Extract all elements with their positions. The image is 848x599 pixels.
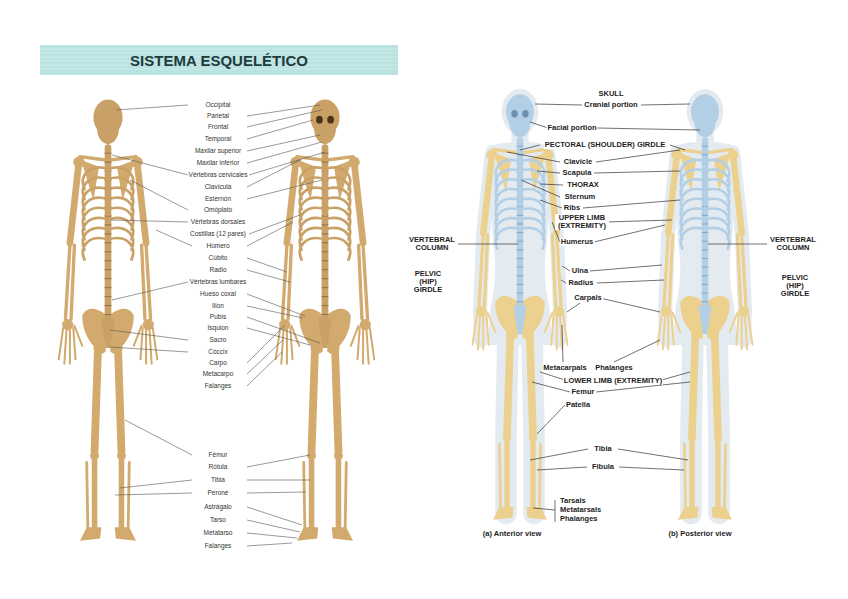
bone-label: Radio bbox=[209, 267, 228, 274]
part-label: Carpals bbox=[573, 294, 603, 302]
bone-label: Cúbito bbox=[208, 255, 229, 262]
bone-label: Cóccix bbox=[207, 349, 229, 356]
title-band bbox=[40, 45, 398, 75]
bone-label: Rótula bbox=[208, 464, 229, 471]
bone-label: Temporal bbox=[204, 136, 233, 143]
part-label: Humerus bbox=[560, 238, 595, 246]
bone-label: Vértebras cervicales bbox=[188, 172, 249, 179]
bone-label: Parietal bbox=[206, 113, 230, 120]
bone-label: Frontal bbox=[207, 124, 229, 131]
skeleton-posterior-right bbox=[657, 94, 752, 520]
skeleton-posterior-left bbox=[59, 99, 158, 540]
part-label: (b) Posterior view bbox=[668, 530, 733, 538]
bone-label: Metacarpo bbox=[202, 371, 235, 378]
part-label: THORAX bbox=[566, 181, 600, 189]
bone-label: Maxilar superior bbox=[194, 148, 242, 155]
bone-label: Vértebras lumbares bbox=[189, 279, 248, 286]
skeleton-anterior-left bbox=[276, 99, 375, 540]
part-label: Ribs bbox=[563, 204, 581, 212]
part-label: Tibia bbox=[593, 445, 612, 453]
bone-label: Carpo bbox=[208, 360, 228, 367]
part-label: Femur bbox=[571, 388, 596, 396]
leader-lines-left bbox=[110, 105, 325, 546]
bone-label: Falanges bbox=[204, 543, 233, 550]
part-label: PECTORAL (SHOULDER) GIRDLE bbox=[544, 141, 667, 149]
part-label: Radius bbox=[567, 279, 594, 287]
part-label: Tarsals bbox=[559, 497, 587, 505]
bone-label: Tibia bbox=[210, 477, 226, 484]
part-label: UPPER LIMB (EXTREMITY) bbox=[555, 214, 609, 230]
bone-label: Clavícula bbox=[204, 184, 233, 191]
part-label: PELVIC (HIP) GIRDLE bbox=[407, 270, 449, 294]
part-label: Fibula bbox=[591, 463, 615, 471]
bone-label: Hueso coxal bbox=[199, 291, 237, 298]
bone-label: Tarso bbox=[209, 517, 227, 524]
part-label: VERTEBRAL COLUMN bbox=[767, 236, 819, 252]
bone-label: Peroné bbox=[207, 490, 230, 497]
bone-label: Ilion bbox=[211, 303, 225, 310]
part-label: Ulna bbox=[571, 267, 589, 275]
bone-label: Isquion bbox=[207, 325, 230, 332]
part-label: Cranial portion bbox=[583, 101, 638, 109]
leader-lines-right bbox=[458, 104, 767, 522]
bone-label: Occipital bbox=[205, 102, 232, 109]
bone-label: Húmero bbox=[205, 243, 230, 250]
part-label: Patella bbox=[565, 401, 591, 409]
bone-label: Astrágalo bbox=[203, 504, 232, 511]
part-label: LOWER LIMB (EXTREMITY) bbox=[563, 377, 663, 385]
part-label: Clavicle bbox=[563, 158, 593, 166]
part-label: PELVIC (HIP) GIRDLE bbox=[774, 274, 816, 298]
part-label: Sternum bbox=[564, 193, 596, 201]
skeleton-anterior-right bbox=[472, 94, 567, 520]
part-label: SKULL bbox=[598, 90, 625, 98]
bone-label: Fémur bbox=[208, 452, 229, 459]
part-label: Scapula bbox=[562, 169, 593, 177]
bone-label: Maxilar inferior bbox=[196, 160, 241, 167]
bone-label: Vértebras dorsales bbox=[190, 219, 247, 226]
bone-label: Costillas (12 pares) bbox=[189, 231, 247, 238]
bone-label: Omóplato bbox=[203, 207, 233, 214]
part-label: VERTEBRAL COLUMN bbox=[406, 236, 458, 252]
bone-label: Pubis bbox=[209, 314, 227, 321]
title: SISTEMA ESQUELÉTICO bbox=[130, 52, 308, 69]
bone-label: Falanges bbox=[204, 383, 233, 390]
part-label: Facial portion bbox=[546, 124, 597, 132]
part-label: Phalanges bbox=[594, 364, 634, 372]
part-label: Metatarsals bbox=[559, 506, 602, 514]
bone-label: Sacro bbox=[209, 337, 228, 344]
part-label: (a) Anterior view bbox=[482, 530, 542, 538]
part-label: Metacarpals bbox=[542, 364, 587, 372]
bone-label: Metatarso bbox=[203, 530, 234, 537]
part-label: Phalanges bbox=[559, 515, 599, 523]
bone-label: Esternón bbox=[204, 196, 232, 203]
